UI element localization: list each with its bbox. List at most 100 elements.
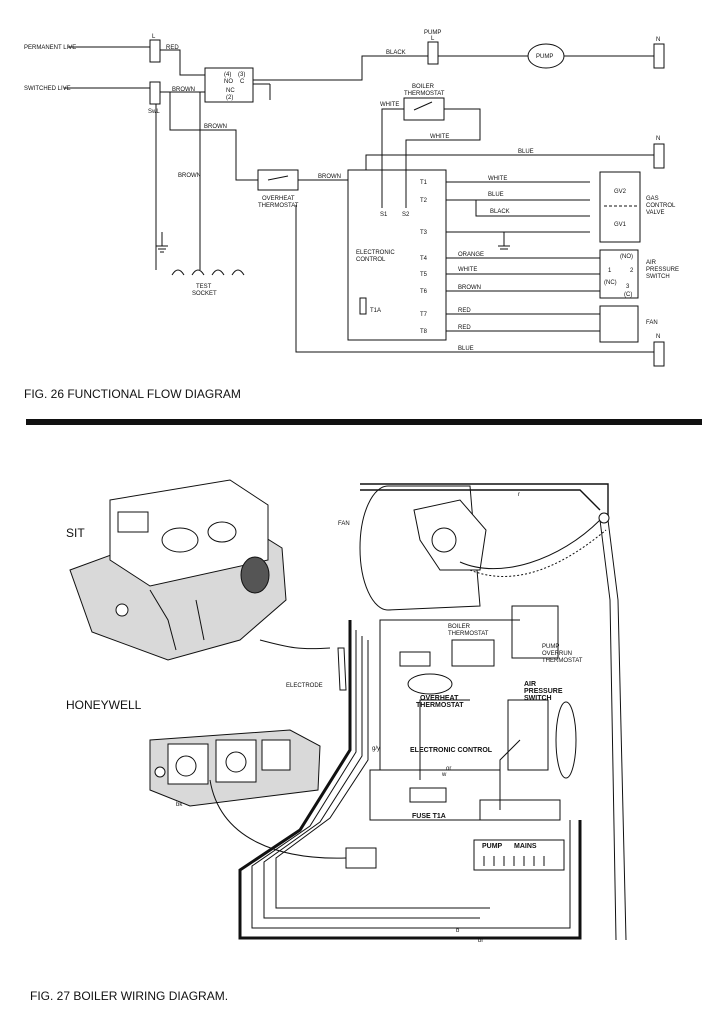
t5-white-label: WHITE xyxy=(458,267,477,273)
pump-l-label: L xyxy=(431,36,435,42)
fan-box xyxy=(599,305,639,343)
n-label-3: N xyxy=(656,334,660,340)
relay-3: (3) xyxy=(238,72,245,78)
terminal-t1: T1 xyxy=(420,180,428,186)
fan-assembly xyxy=(359,485,607,611)
gas-label-2: CONTROL xyxy=(646,203,676,209)
pump-overrun-label-3: THERMOSTAT xyxy=(542,658,583,664)
top-harness-1 xyxy=(360,483,609,520)
blue-label-top: BLUE xyxy=(518,149,534,155)
brown-to-overheat xyxy=(169,92,258,181)
pump-top-label: PUMP xyxy=(424,30,441,36)
control-harness xyxy=(419,699,470,780)
aps-3: 3 xyxy=(626,284,630,290)
gv2-label: GV2 xyxy=(614,189,627,195)
fan-label: FAN xyxy=(646,320,658,326)
board-connector xyxy=(409,787,447,803)
boiler-label-27-1: BOILER xyxy=(448,624,471,630)
loom-left-outer xyxy=(238,620,460,940)
red-wire xyxy=(160,49,205,76)
brown-wire-label-1: BROWN xyxy=(172,87,195,93)
boiler-thermostat-label-1: BOILER xyxy=(412,84,435,90)
aps-wire xyxy=(499,739,521,810)
gas-label-1: GAS xyxy=(646,196,659,202)
blue-label-bottom: BLUE xyxy=(458,346,474,352)
overheat-label-2: THERMOSTAT xyxy=(258,203,299,209)
aps-1: 1 xyxy=(608,268,612,274)
valve-cable xyxy=(209,779,347,859)
gas-control-valve xyxy=(599,171,641,243)
terminal-strip xyxy=(479,799,561,821)
fuse-t1a xyxy=(359,297,367,315)
terminal-t3: T3 xyxy=(420,230,428,236)
red-wire-label: RED xyxy=(166,45,179,51)
terminal-t7: T7 xyxy=(420,312,428,318)
wire-code-r-1: r xyxy=(518,492,520,498)
functional-flow-diagram: PERMANENT LIVE SWITCHED LIVE L SwL RED B… xyxy=(24,30,679,401)
pump-overrun-thermostat xyxy=(511,605,559,659)
fan-label-27: FAN xyxy=(338,521,350,527)
boiler-thermostat-switch xyxy=(413,101,433,111)
s1-label: S1 xyxy=(380,212,388,218)
overheat-switch xyxy=(267,175,289,181)
sit-gas-valve xyxy=(69,479,331,661)
relay-2: (2) xyxy=(226,95,233,101)
n-label-1: N xyxy=(656,37,660,43)
electronic-label-2: CONTROL xyxy=(356,257,386,263)
overheat-thermostat xyxy=(257,169,299,191)
t2-black-wire xyxy=(475,200,590,217)
aps-label-27-1: AIR xyxy=(524,681,536,688)
s2-label: S2 xyxy=(402,212,410,218)
aps-label-27-2: PRESSURE xyxy=(524,688,563,695)
black-wire-label: BLACK xyxy=(386,50,406,56)
test-socket-pins xyxy=(171,269,245,276)
section-divider xyxy=(26,419,702,425)
pump-label-27: PUMP xyxy=(482,843,503,850)
wire-code-b-1: b xyxy=(456,928,460,934)
aps-no: (NO) xyxy=(620,254,633,260)
gas-label-3: VALVE xyxy=(646,210,664,216)
pump-overrun-label-2: OVERRUN xyxy=(542,651,572,657)
air-label-3: SWITCH xyxy=(646,274,670,280)
black-wire xyxy=(253,55,430,81)
permanent-live-label: PERMANENT LIVE xyxy=(24,45,76,51)
honeywell-gas-valve xyxy=(149,729,321,807)
relay-c: C xyxy=(240,79,245,85)
air-label-2: PRESSURE xyxy=(646,267,679,273)
brown-wire-label-4: BROWN xyxy=(318,174,341,180)
loom-bottom-right xyxy=(460,820,582,940)
wire-code-br-1: br xyxy=(478,938,483,944)
boiler-thermostat-27 xyxy=(451,639,495,667)
relay-nc: NC xyxy=(226,88,235,94)
aps-nc: (NC) xyxy=(604,280,617,286)
blue-bottom-wire xyxy=(295,205,654,353)
boiler-thermostat xyxy=(403,97,445,121)
pump-l-terminal xyxy=(427,41,439,65)
t6-brown-label: BROWN xyxy=(458,285,481,291)
swl-terminal xyxy=(149,81,161,105)
electronic-label-1: ELECTRONIC xyxy=(356,250,395,256)
wire-code-or-1: or xyxy=(446,766,451,772)
white-label-1: WHITE xyxy=(380,102,399,108)
wire-code-w-1: w xyxy=(441,772,447,778)
terminal-t6: T6 xyxy=(420,289,428,295)
t2-black-label: BLACK xyxy=(490,209,510,215)
overheat-label-1: OVERHEAT xyxy=(262,196,295,202)
mains-label-27: MAINS xyxy=(514,843,537,850)
electrode-label: ELECTRODE xyxy=(286,683,323,689)
overheat-disc xyxy=(407,673,453,695)
n-terminal-1 xyxy=(653,43,665,69)
loom-left-1 xyxy=(251,630,470,929)
terminal-t4: T4 xyxy=(420,256,428,262)
top-harness-2 xyxy=(360,489,601,511)
loom-left-2 xyxy=(263,636,480,919)
white-label-2: WHITE xyxy=(430,134,449,140)
swl-terminal-label: SwL xyxy=(148,109,160,115)
relay-4: (4) xyxy=(224,72,231,78)
pump-mains-block xyxy=(473,839,565,871)
t8-red-label: RED xyxy=(458,325,471,331)
l-terminal xyxy=(149,39,161,63)
n-terminal-3 xyxy=(653,341,665,367)
